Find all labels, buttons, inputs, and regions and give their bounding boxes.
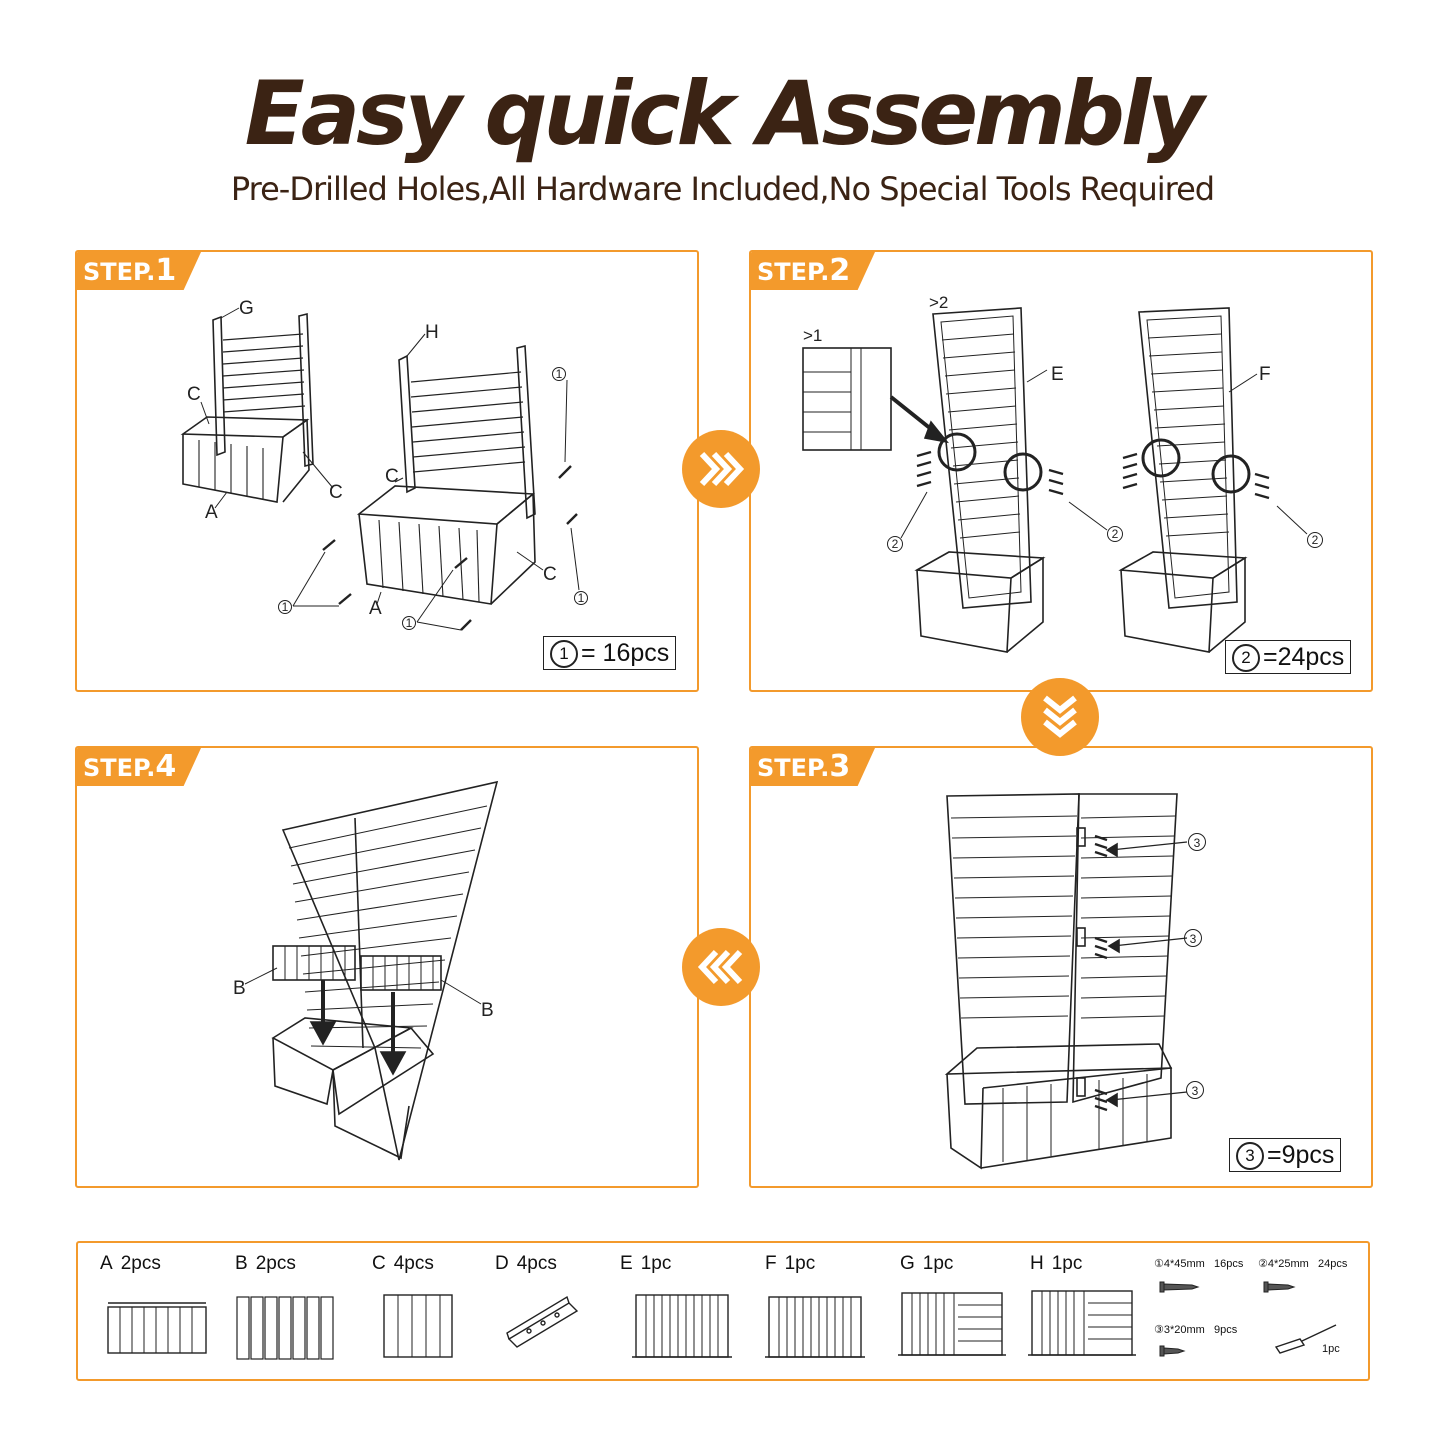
- screwdriver-icon: [1274, 1324, 1337, 1354]
- svg-text:A: A: [369, 598, 382, 619]
- part-a-icon: [107, 1302, 207, 1354]
- svg-text:2: 2: [1312, 533, 1319, 547]
- step-3-to-4-arrow-icon: [682, 928, 760, 1006]
- step-1-to-2-arrow-icon: [682, 430, 760, 508]
- svg-text:C: C: [543, 564, 557, 585]
- step-2-panel: STEP.2: [749, 250, 1373, 692]
- page-subtitle: Pre-Drilled Holes,All Hardware Included,…: [230, 170, 1215, 208]
- part-c-icon: [383, 1294, 453, 1358]
- svg-text:G: G: [239, 298, 254, 319]
- hardware-2: ②4*25mm 24pcs: [1258, 1258, 1348, 1270]
- svg-text:>1: >1: [803, 326, 822, 345]
- screw-icon: [1159, 1281, 1200, 1293]
- hardware-3: ③3*20mm 9pcs: [1154, 1324, 1238, 1336]
- step-1-tag: STEP.1: [77, 252, 201, 290]
- screw-icon: [1159, 1345, 1186, 1357]
- svg-text:1: 1: [556, 367, 563, 381]
- svg-text:1: 1: [406, 616, 413, 630]
- svg-text:A: A: [205, 502, 218, 523]
- step-2-to-3-arrow-icon: [1021, 678, 1099, 756]
- step-2-illustration: E F >2 >1 2 2 2: [802, 293, 1323, 653]
- svg-text:2: 2: [892, 537, 899, 551]
- step-3-panel: STEP.3: [749, 746, 1373, 1188]
- part-e-icon: [632, 1294, 732, 1358]
- svg-text:E: E: [1051, 364, 1064, 385]
- step-2-screw-count: 2=24pcs: [1225, 640, 1352, 674]
- svg-text:H: H: [425, 322, 439, 343]
- part-h-icon: [1028, 1290, 1136, 1356]
- step-3-screw-count: 3=9pcs: [1229, 1138, 1342, 1172]
- svg-text:F: F: [1259, 364, 1271, 385]
- step-2-tag: STEP.2: [751, 252, 875, 290]
- svg-text:B: B: [233, 978, 246, 999]
- step-1-screw-count: 1= 16pcs: [543, 636, 677, 670]
- svg-text:3: 3: [1194, 836, 1201, 850]
- screw-icon: [1263, 1281, 1296, 1293]
- step-1-panel: STEP.1: [75, 250, 699, 692]
- step-4-illustration: B B: [233, 780, 499, 1161]
- svg-text:B: B: [481, 1000, 494, 1021]
- svg-text:3: 3: [1190, 932, 1197, 946]
- tool-qty: 1pc: [1322, 1343, 1340, 1355]
- svg-text:C: C: [329, 482, 343, 503]
- svg-text:1: 1: [578, 591, 585, 605]
- svg-text:C: C: [187, 384, 201, 405]
- part-f-icon: [765, 1296, 865, 1358]
- svg-text:1: 1: [282, 600, 289, 614]
- step-3-tag: STEP.3: [751, 748, 875, 786]
- svg-text:3: 3: [1192, 1084, 1199, 1098]
- part-b-icon: [236, 1296, 334, 1360]
- part-d-icon: [506, 1295, 579, 1348]
- svg-text:>2: >2: [929, 293, 948, 312]
- step-4-panel: STEP.4: [75, 746, 699, 1188]
- svg-text:2: 2: [1112, 527, 1119, 541]
- step-4-tag: STEP.4: [77, 748, 201, 786]
- svg-text:C: C: [385, 466, 399, 487]
- hardware-1: ①4*45mm 16pcs: [1154, 1258, 1244, 1270]
- step-3-illustration: 3 3 3: [944, 793, 1206, 1170]
- step-1-illustration: G H C C C C A A 1 1 1 1: [180, 298, 588, 631]
- page-title: Easy quick Assembly: [244, 62, 1205, 165]
- part-g-icon: [898, 1292, 1006, 1356]
